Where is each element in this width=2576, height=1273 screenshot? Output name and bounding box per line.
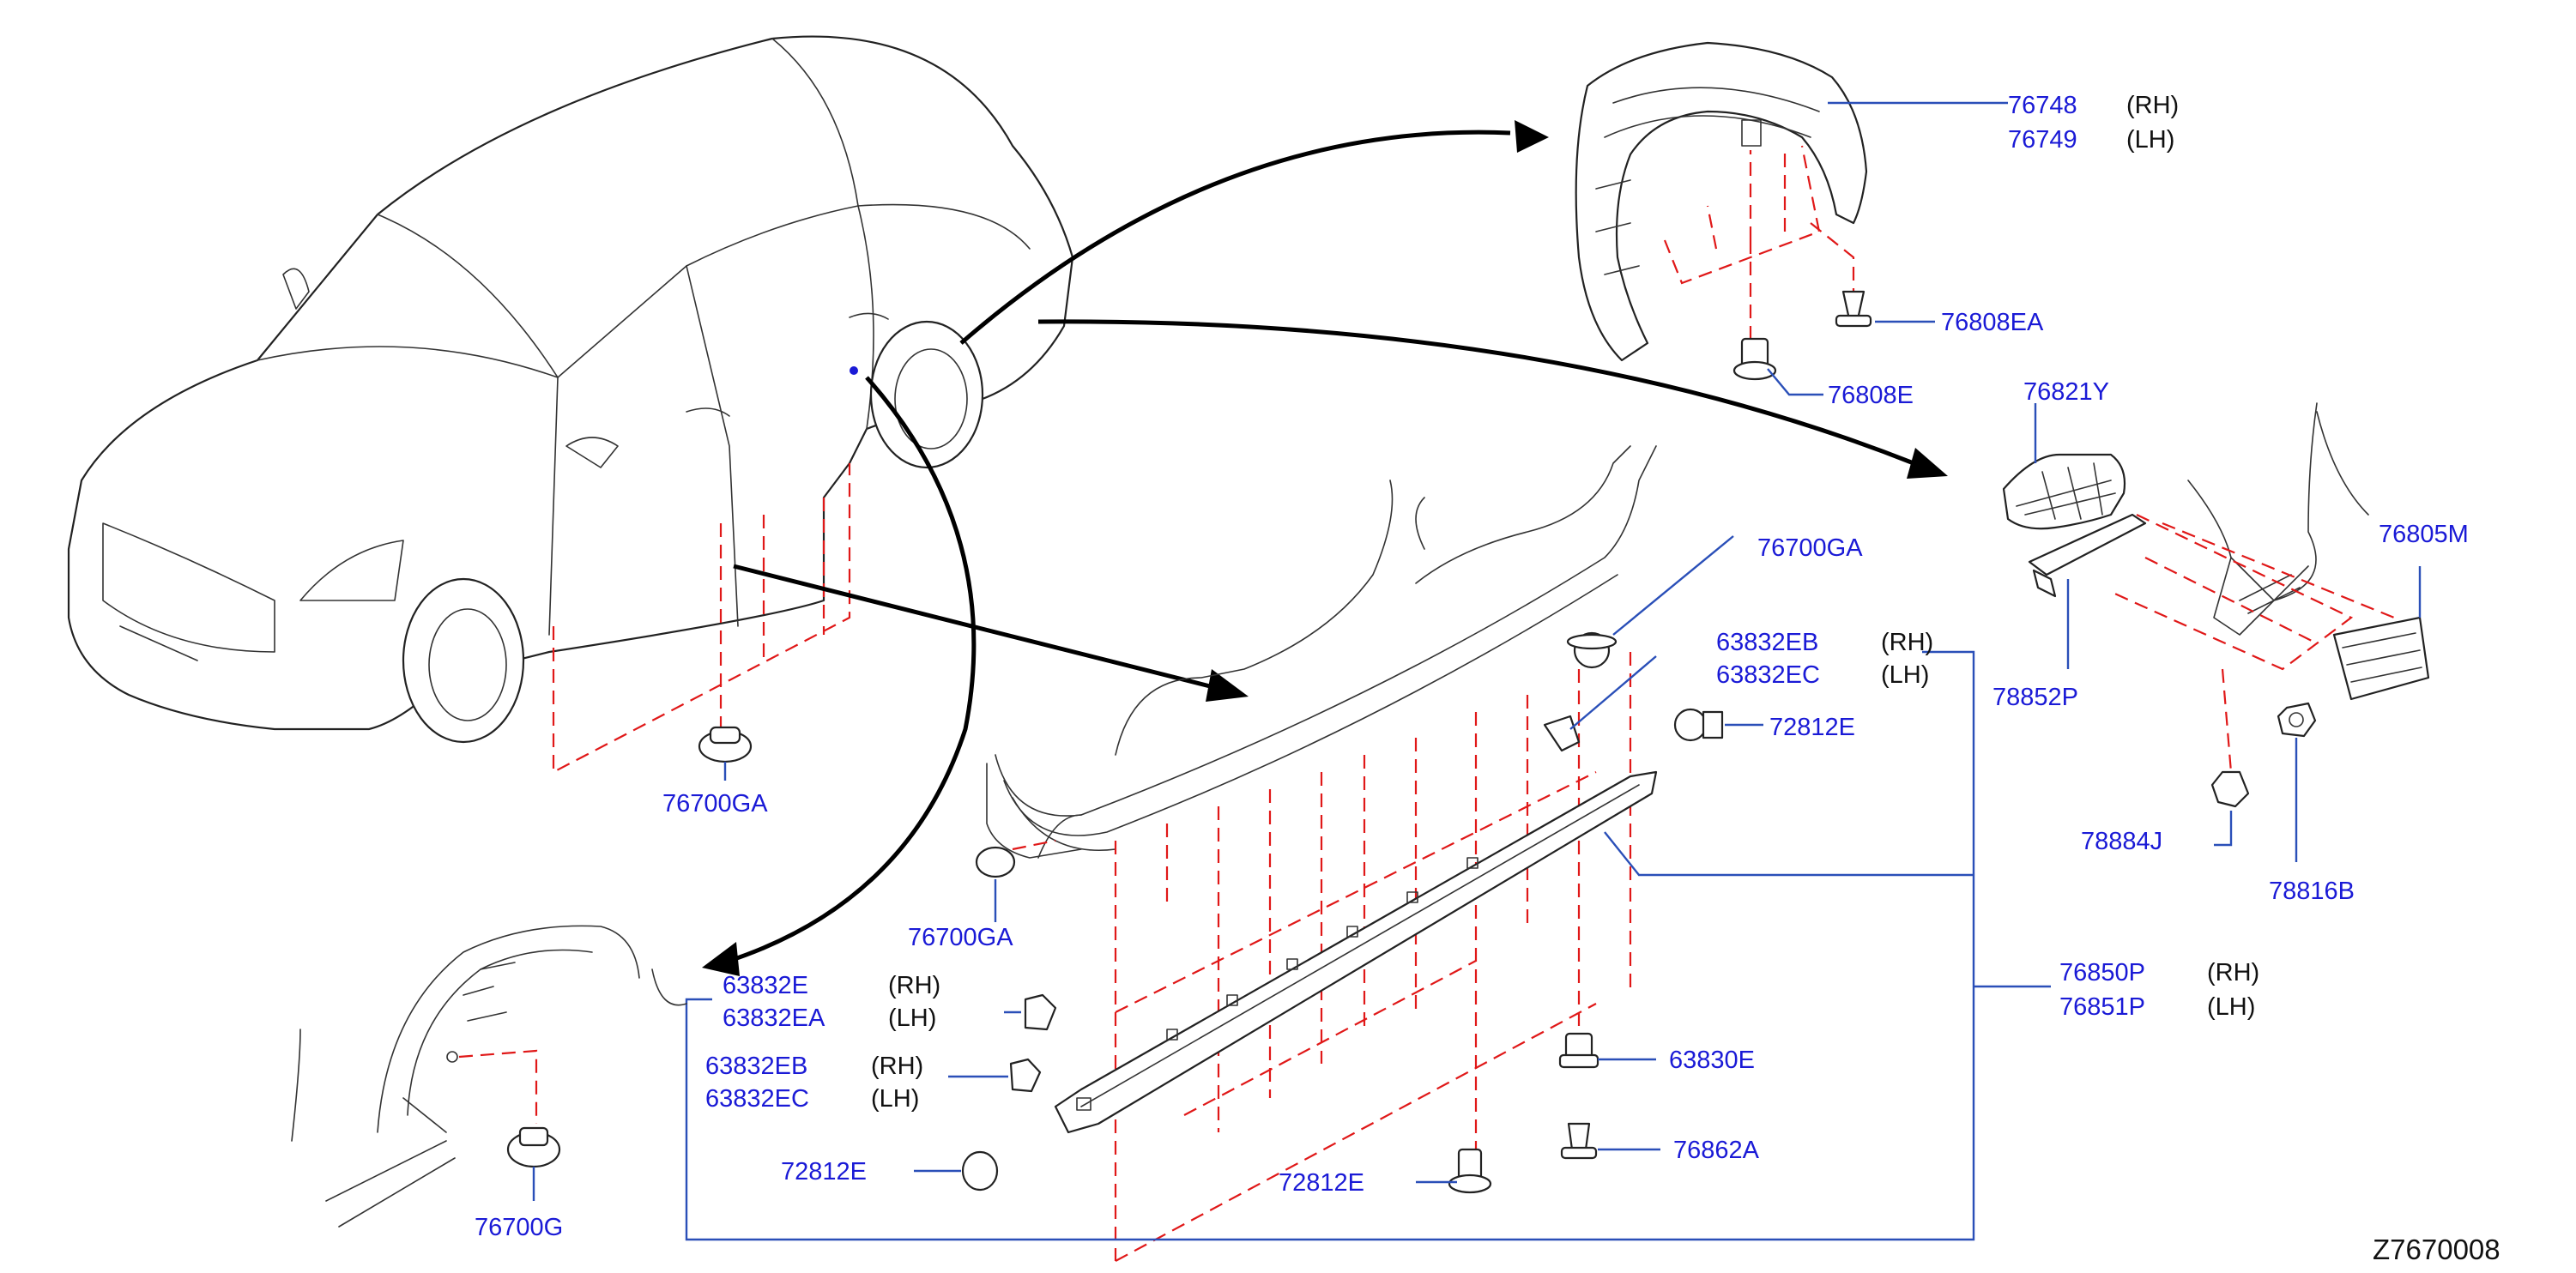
part-number-76700G[interactable]: 76700G <box>475 1214 563 1241</box>
part-number-72812E-upper[interactable]: 72812E <box>1769 714 1855 741</box>
rear-air-guide-group <box>2002 402 2430 862</box>
side-lh-63832EA: (LH) <box>888 1005 936 1032</box>
front-wheel-arch <box>291 925 687 1228</box>
part-number-78884J[interactable]: 78884J <box>2081 828 2162 855</box>
part-number-76808E[interactable]: 76808E <box>1828 382 1914 409</box>
part-number-63832EC-lower[interactable]: 63832EC <box>705 1085 809 1113</box>
part-number-63832EB-upper[interactable]: 63832EB <box>1716 629 1818 656</box>
part-number-76851P[interactable]: 76851P <box>2059 993 2145 1021</box>
part-number-76700GA-upper[interactable]: 76700GA <box>1757 534 1863 562</box>
side-lh-63832EC-upper: (LH) <box>1881 661 1929 689</box>
part-number-72812E-bottom[interactable]: 72812E <box>1279 1169 1364 1197</box>
part-number-63832EC-upper[interactable]: 63832EC <box>1716 661 1820 689</box>
side-rh-63832EB-upper: (RH) <box>1881 629 1933 656</box>
side-lh-63832EC-lower: (LH) <box>871 1085 919 1113</box>
diagram-reference-code: Z7670008 <box>2373 1234 2500 1265</box>
sill-area <box>685 445 2051 1262</box>
part-number-72812E-left[interactable]: 72812E <box>781 1158 867 1186</box>
part-number-76805M[interactable]: 76805M <box>2379 521 2469 548</box>
part-number-63832EB-lower[interactable]: 63832EB <box>705 1053 807 1080</box>
part-number-78852P[interactable]: 78852P <box>1992 684 2078 711</box>
part-number-76862A[interactable]: 76862A <box>1673 1137 1760 1164</box>
wheel-house-liner <box>1575 41 2008 396</box>
part-number-76749[interactable]: 76749 <box>2008 126 2077 154</box>
side-rh-76850P: (RH) <box>2207 959 2259 986</box>
side-rh-63832E: (RH) <box>888 972 940 999</box>
part-number-63830E[interactable]: 63830E <box>1669 1047 1755 1074</box>
part-number-76808EA[interactable]: 76808EA <box>1941 309 2044 336</box>
side-rh-76748: (RH) <box>2126 92 2179 119</box>
side-lh-76749: (LH) <box>2126 126 2174 154</box>
part-number-76850P[interactable]: 76850P <box>2059 959 2145 986</box>
indicator-arrows <box>702 120 1948 976</box>
part-number-76700GA-car[interactable]: 76700GA <box>662 790 768 817</box>
part-number-78816B[interactable]: 78816B <box>2269 878 2355 905</box>
part-labels: 76748 (RH) 76749 (LH) 76808EA 76808E 768… <box>475 92 2500 1265</box>
part-number-76748[interactable]: 76748 <box>2008 92 2077 119</box>
part-number-63832E[interactable]: 63832E <box>723 972 808 999</box>
part-number-63832EA[interactable]: 63832EA <box>723 1005 825 1032</box>
side-lh-76851P: (LH) <box>2207 993 2255 1021</box>
part-number-76821Y[interactable]: 76821Y <box>2023 378 2109 406</box>
side-rh-63832EB-lower: (RH) <box>871 1053 923 1080</box>
part-number-76700GA-lower[interactable]: 76700GA <box>908 924 1013 951</box>
car-illustration <box>67 35 1074 781</box>
